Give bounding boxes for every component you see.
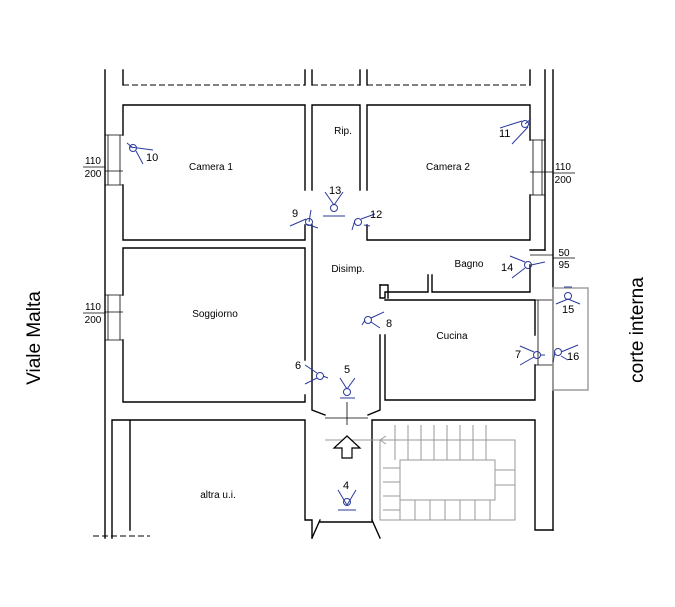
photo-number-4: 4	[343, 480, 349, 492]
photo-number-14: 14	[501, 262, 513, 274]
photo-point-5	[339, 377, 356, 399]
photo-point-9	[289, 209, 319, 229]
room-camera-2	[366, 104, 553, 241]
photo-point-6	[304, 364, 329, 385]
photo-point-15	[555, 286, 581, 305]
dim-camera-2-width: 110	[555, 162, 571, 173]
dim-camera-1-width: 110	[85, 156, 101, 167]
dim-camera-1-height: 200	[85, 169, 102, 180]
photo-number-15: 15	[562, 304, 574, 316]
label-disimpegno: Disimp.	[331, 264, 364, 275]
photo-point-11	[499, 118, 532, 145]
courtyard-label: corte interna	[627, 277, 648, 383]
photo-number-10: 10	[146, 152, 158, 164]
room-bagno	[379, 249, 553, 299]
photo-number-9: 9	[292, 208, 298, 220]
photo-point-14	[509, 255, 546, 279]
staircase	[325, 425, 516, 521]
photo-number-16: 16	[567, 351, 579, 363]
photo-points	[126, 118, 581, 511]
label-camera-1: Camera 1	[189, 162, 233, 173]
photo-point-16	[552, 344, 579, 363]
room-ripostiglio	[311, 104, 361, 191]
photo-number-5: 5	[344, 364, 350, 376]
photo-point-10	[126, 142, 154, 165]
photo-number-8: 8	[386, 318, 392, 330]
photo-point-4	[337, 489, 357, 511]
photo-number-6: 6	[295, 360, 301, 372]
entrance-walls	[311, 224, 381, 425]
photo-number-7: 7	[515, 349, 521, 361]
dim-soggiorno-width: 110	[85, 302, 101, 313]
dim-soggiorno-height: 200	[85, 315, 102, 326]
label-bagno: Bagno	[455, 259, 484, 270]
label-soggiorno: Soggiorno	[192, 309, 238, 320]
entrance-arrow-icon	[332, 435, 362, 459]
dim-camera-2-height: 200	[555, 175, 572, 186]
label-ripostiglio: Rip.	[334, 126, 352, 137]
photo-point-8	[361, 311, 385, 329]
room-camera-1	[105, 104, 306, 241]
room-cucina	[384, 299, 553, 401]
courtyard-outline	[552, 287, 589, 391]
photo-number-13: 13	[329, 185, 341, 197]
photo-point-12	[351, 213, 376, 231]
lower-area	[93, 419, 554, 539]
label-altra-ui: altra u.i.	[200, 490, 236, 501]
street-label: Viale Malta	[24, 291, 45, 385]
photo-number-12: 12	[370, 209, 382, 221]
room-soggiorno	[105, 247, 306, 403]
label-camera-2: Camera 2	[426, 162, 470, 173]
outer-walls	[104, 69, 554, 539]
dim-bagno-height: 95	[558, 260, 570, 271]
photo-point-13	[323, 191, 345, 217]
dim-bagno-width: 50	[558, 248, 570, 259]
label-cucina: Cucina	[436, 331, 468, 342]
photo-point-7	[519, 345, 545, 366]
photo-number-11: 11	[499, 128, 510, 140]
